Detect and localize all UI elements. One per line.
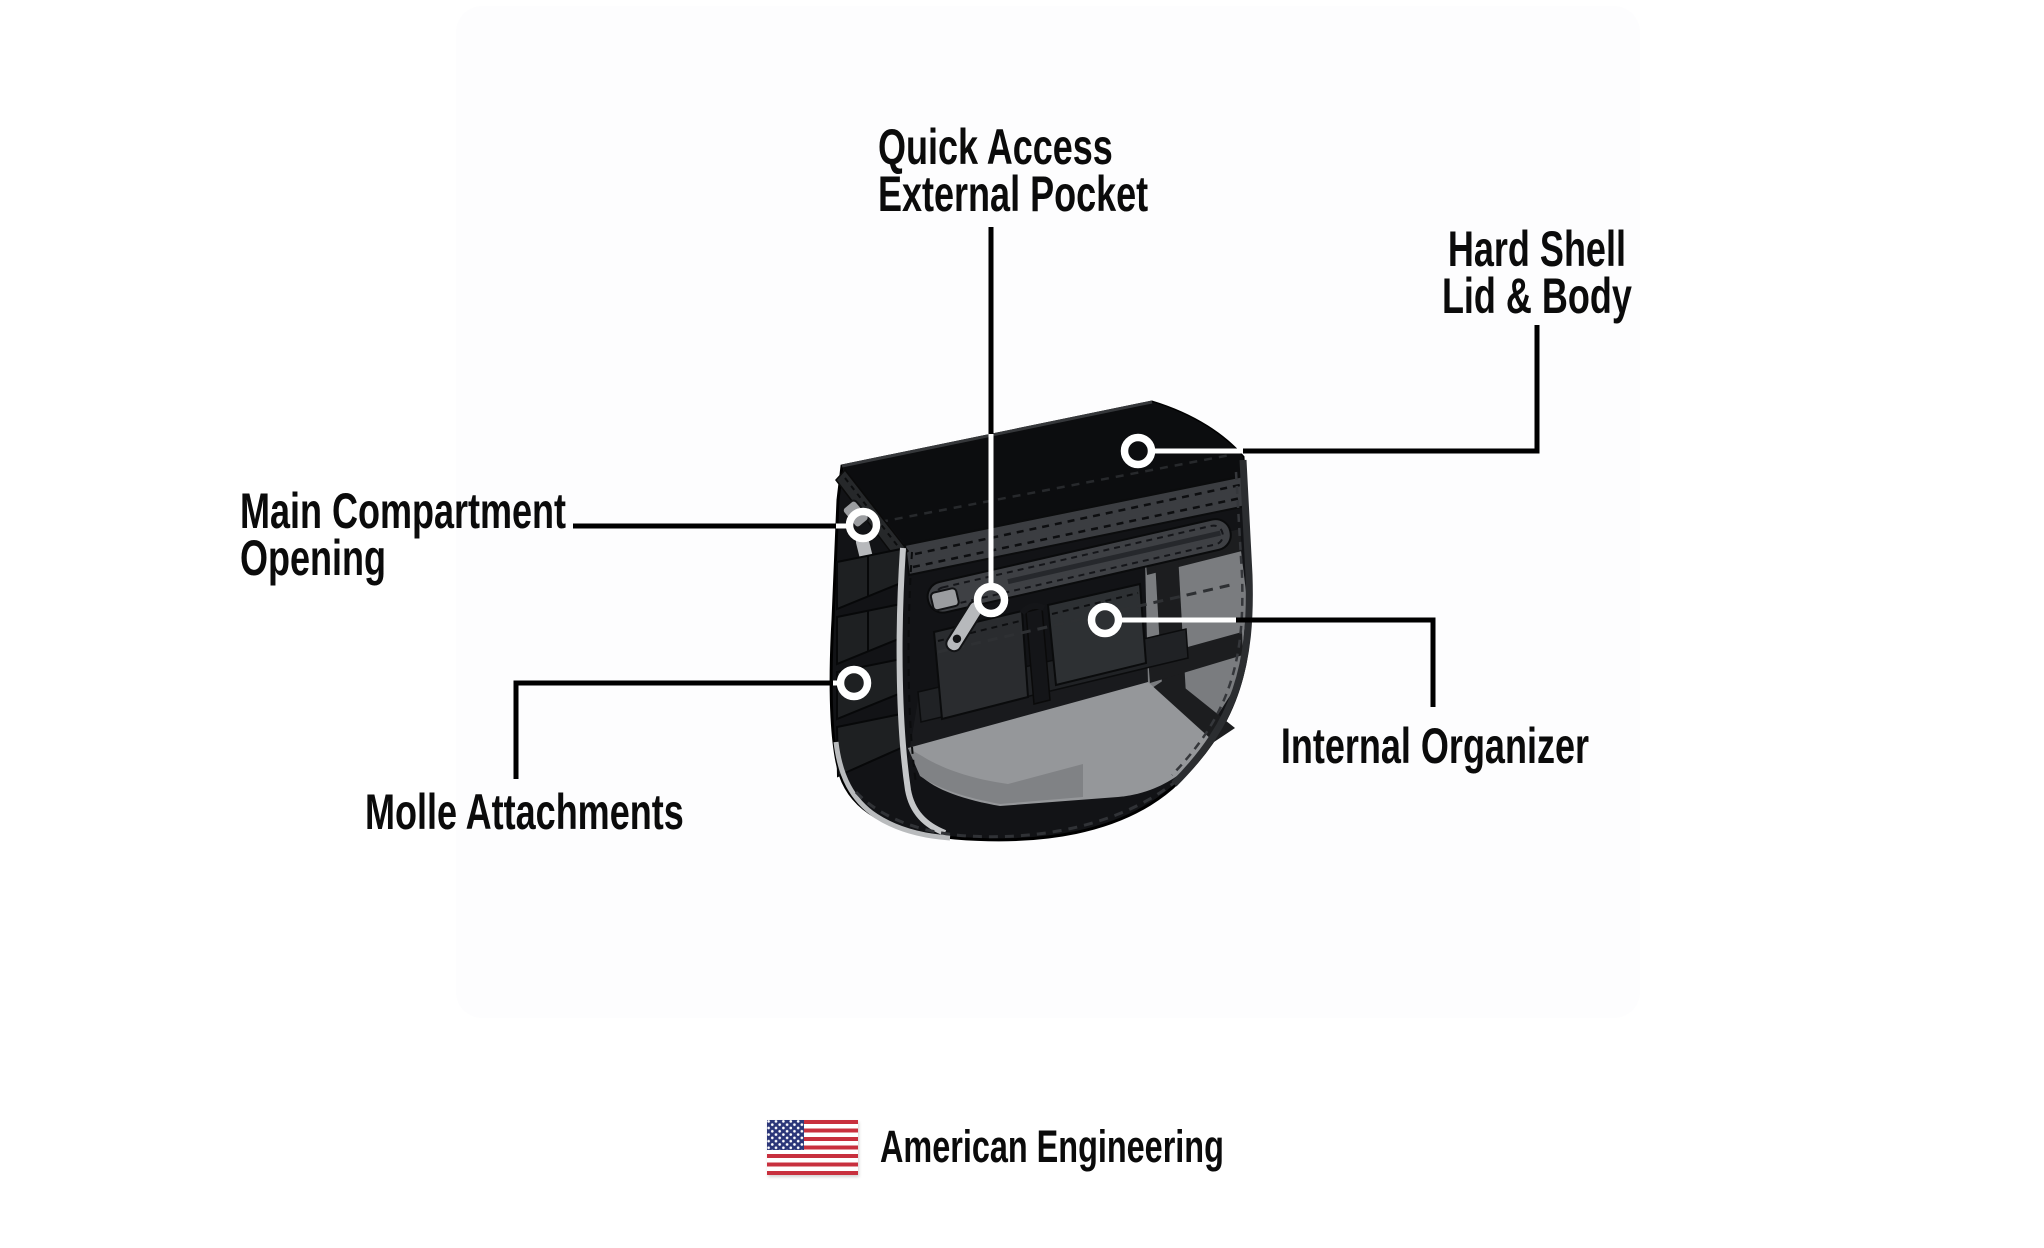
molle-dot: [836, 665, 872, 701]
piping: [833, 459, 1253, 841]
label-main-compartment-opening: Main Compartment Opening: [240, 483, 693, 586]
flag-canton-stars: [767, 1120, 804, 1150]
lid-edge-highlight: [841, 400, 1153, 468]
label-line: Lid & Body: [1442, 268, 1632, 324]
internal-organizer-dot: [1087, 602, 1123, 638]
molle-panel: [835, 547, 902, 778]
label-molle-attachments: Molle Attachments: [365, 784, 808, 840]
internal-organizer-leader: [1236, 617, 1436, 707]
label-hard-shell-lid-body: Hard Shell Lid & Body: [1307, 221, 1767, 324]
footer-tagline: American Engineering: [880, 1123, 1358, 1171]
wall-strap-diagonal: [1152, 676, 1235, 742]
molle-leader: [513, 680, 836, 779]
label-line: Opening: [240, 530, 386, 586]
label-internal-organizer: Internal Organizer: [1135, 718, 1735, 774]
label-line: Quick Access: [878, 119, 1113, 175]
label-line: Hard Shell: [1447, 221, 1627, 277]
hook-strap: [1025, 607, 1051, 705]
interior-floor-edge: [908, 748, 1083, 804]
hard-shell-leader: [1243, 325, 1540, 454]
main-compartment-dot: [845, 507, 881, 543]
interior-floor: [908, 682, 1212, 806]
wall-strap-horizontal: [1148, 632, 1243, 683]
quick-access-dot: [973, 582, 1009, 618]
quick-access-zipper-pull: [929, 587, 985, 653]
footer-tagline-text: American Engineering: [880, 1121, 1224, 1172]
label-line: Main Compartment: [240, 483, 567, 539]
label-line: External Pocket: [878, 166, 1149, 222]
label-line: Internal Organizer: [1280, 718, 1590, 774]
leader-lines: [513, 227, 1540, 779]
label-quick-access-external-pocket: Quick Access External Pocket: [878, 119, 1253, 222]
us-flag-icon: [767, 1120, 858, 1175]
callout-dots: [836, 433, 1156, 701]
hard-shell-dot: [1120, 433, 1156, 469]
label-line: Molle Attachments: [365, 784, 684, 840]
